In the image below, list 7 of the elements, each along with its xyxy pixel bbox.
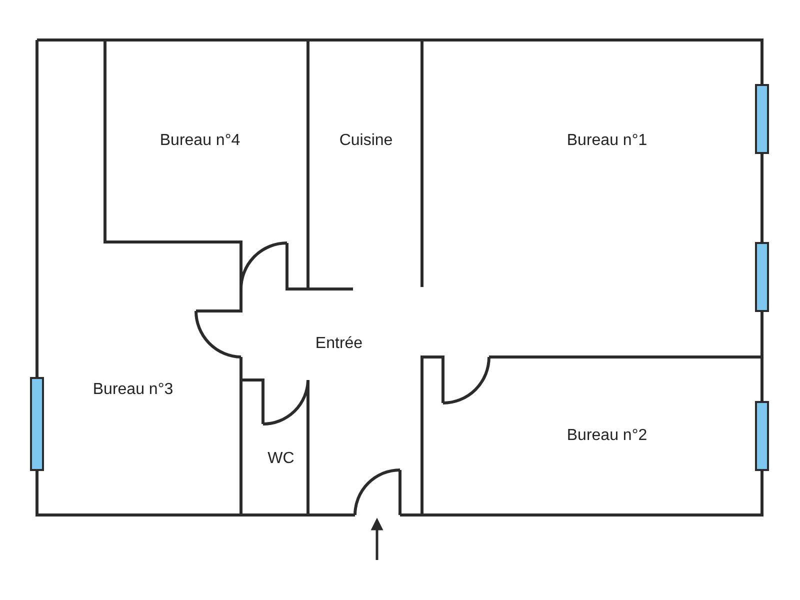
room-label: Cuisine	[339, 132, 393, 150]
room-label: Bureau n°1	[566, 132, 648, 150]
room-label: Bureau n°3	[92, 381, 174, 399]
room-label: WC	[268, 450, 294, 468]
room-label: Entrée	[315, 335, 363, 353]
room-label: Bureau n°2	[566, 427, 648, 445]
room-label: Bureau n°4	[160, 132, 240, 150]
